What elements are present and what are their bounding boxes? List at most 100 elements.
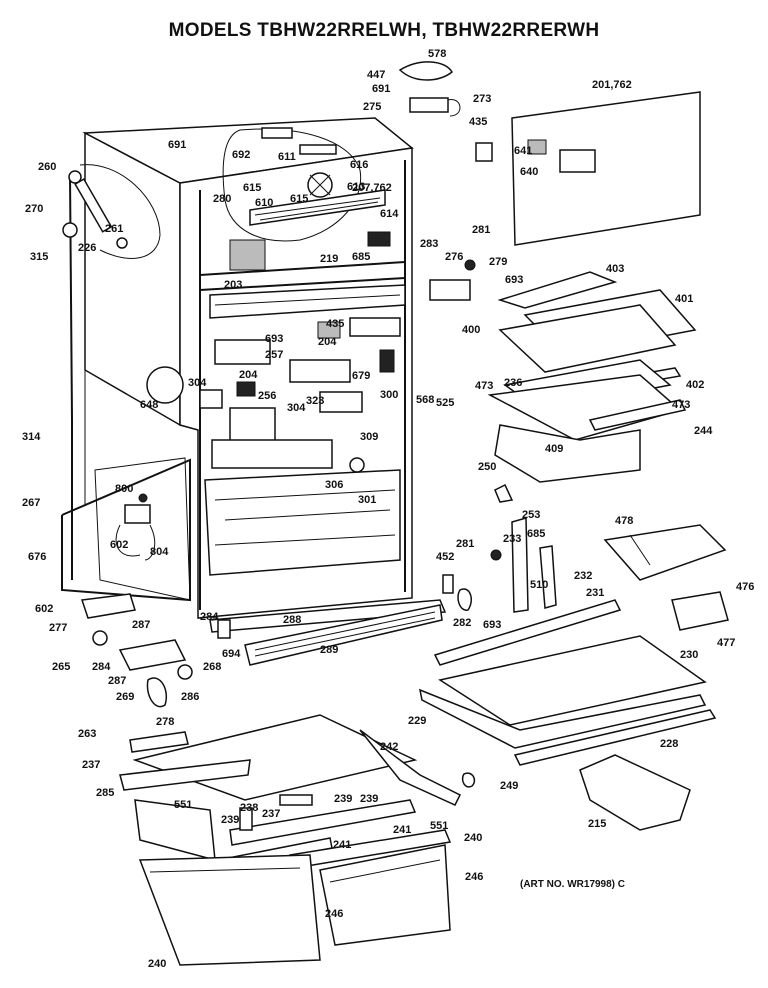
part-label-691b: 691 <box>168 139 186 151</box>
part-label-287b: 287 <box>108 675 126 687</box>
diagram-title: MODELS TBHW22RRELWH, TBHW22RRERWH <box>168 20 600 41</box>
part-label-693a: 693 <box>505 274 523 286</box>
top-parts <box>398 61 701 246</box>
part-label-238: 238 <box>240 802 258 814</box>
part-label-279: 279 <box>489 256 507 268</box>
part-label-614: 614 <box>380 208 399 220</box>
part-label-602b: 602 <box>35 603 53 615</box>
part-label-309: 309 <box>360 431 378 443</box>
part-label-236: 236 <box>504 377 522 389</box>
part-label-239c: 239 <box>360 793 378 805</box>
part-label-510: 510 <box>530 579 548 591</box>
part-label-641: 641 <box>514 145 532 157</box>
part-label-301: 301 <box>358 494 376 506</box>
part-label-476: 476 <box>736 581 754 593</box>
part-label-800: 800 <box>115 483 133 495</box>
part-label-693c: 693 <box>483 619 501 631</box>
part-label-401: 401 <box>675 293 693 305</box>
part-label-250: 250 <box>478 461 496 473</box>
part-label-284a: 284 <box>200 611 219 623</box>
part-label-253: 253 <box>522 509 540 521</box>
part-label-578: 578 <box>428 48 446 60</box>
part-label-276: 276 <box>445 251 463 263</box>
part-label-201: 201,762 <box>592 79 632 91</box>
part-label-277: 277 <box>49 622 67 634</box>
part-label-409: 409 <box>545 443 563 455</box>
part-label-204a: 204 <box>318 336 337 348</box>
part-label-613: 613 <box>347 181 365 193</box>
part-label-270: 270 <box>25 203 43 215</box>
part-label-525: 525 <box>436 397 454 409</box>
part-label-804: 804 <box>150 546 169 558</box>
part-label-241b: 241 <box>333 839 351 851</box>
part-label-615b: 615 <box>290 193 308 205</box>
part-label-300: 300 <box>380 389 398 401</box>
part-label-447: 447 <box>367 69 385 81</box>
part-label-289: 289 <box>320 644 338 656</box>
part-label-452: 452 <box>436 551 454 563</box>
part-label-219: 219 <box>320 253 338 265</box>
part-label-275: 275 <box>363 101 381 113</box>
part-label-265: 265 <box>52 661 70 673</box>
part-label-249: 249 <box>500 780 518 792</box>
shelves <box>418 271 729 831</box>
part-label-263: 263 <box>78 728 96 740</box>
part-label-403: 403 <box>606 263 624 275</box>
part-label-204b: 204 <box>239 369 258 381</box>
part-label-648: 648 <box>140 399 158 411</box>
part-label-280: 280 <box>213 193 231 205</box>
part-label-240b: 240 <box>148 958 166 970</box>
part-label-616: 616 <box>350 159 368 171</box>
part-label-239a: 239 <box>221 814 239 826</box>
part-label-306: 306 <box>325 479 343 491</box>
part-label-473a: 473 <box>475 380 493 392</box>
part-label-611: 611 <box>278 151 296 163</box>
part-label-610: 610 <box>255 197 273 209</box>
part-label-693b: 693 <box>265 333 283 345</box>
part-label-679: 679 <box>352 370 370 382</box>
part-label-237b: 237 <box>262 808 280 820</box>
part-label-278: 278 <box>156 716 174 728</box>
part-label-281b: 281 <box>456 538 474 550</box>
part-label-685b: 685 <box>527 528 545 540</box>
part-label-229: 229 <box>408 715 426 727</box>
part-label-615a: 615 <box>243 182 261 194</box>
part-label-676: 676 <box>28 551 46 563</box>
part-label-435b: 435 <box>326 318 344 330</box>
part-label-435a: 435 <box>469 116 487 128</box>
part-label-685a: 685 <box>352 251 370 263</box>
water-tube <box>62 164 161 259</box>
part-label-257: 257 <box>265 349 283 361</box>
part-label-314: 314 <box>22 431 41 443</box>
part-label-281a: 281 <box>472 224 490 236</box>
part-label-315: 315 <box>30 251 48 263</box>
part-label-477: 477 <box>717 637 735 649</box>
part-label-269: 269 <box>116 691 134 703</box>
part-label-226: 226 <box>78 242 96 254</box>
part-label-551b: 551 <box>430 820 448 832</box>
part-label-244: 244 <box>694 425 713 437</box>
part-label-231: 231 <box>586 587 604 599</box>
part-label-285: 285 <box>96 787 114 799</box>
part-label-304b: 304 <box>287 402 306 414</box>
part-label-273: 273 <box>473 93 491 105</box>
part-label-203: 203 <box>224 279 242 291</box>
part-label-268: 268 <box>203 661 221 673</box>
part-label-240a: 240 <box>464 832 482 844</box>
part-label-287a: 287 <box>132 619 150 631</box>
part-label-402: 402 <box>686 379 704 391</box>
part-label-242: 242 <box>380 741 398 753</box>
part-label-692: 692 <box>232 149 250 161</box>
part-label-304a: 304 <box>188 377 207 389</box>
part-label-237a: 237 <box>82 759 100 771</box>
part-label-215: 215 <box>588 818 606 830</box>
part-label-228: 228 <box>660 738 678 750</box>
part-label-246a: 246 <box>465 871 483 883</box>
part-label-323: 323 <box>306 395 324 407</box>
art-number: (ART NO. WR17998) C <box>520 879 625 890</box>
part-label-286: 286 <box>181 691 199 703</box>
crisper-area <box>80 593 476 966</box>
part-label-691a: 691 <box>372 83 390 95</box>
part-label-551a: 551 <box>174 799 192 811</box>
